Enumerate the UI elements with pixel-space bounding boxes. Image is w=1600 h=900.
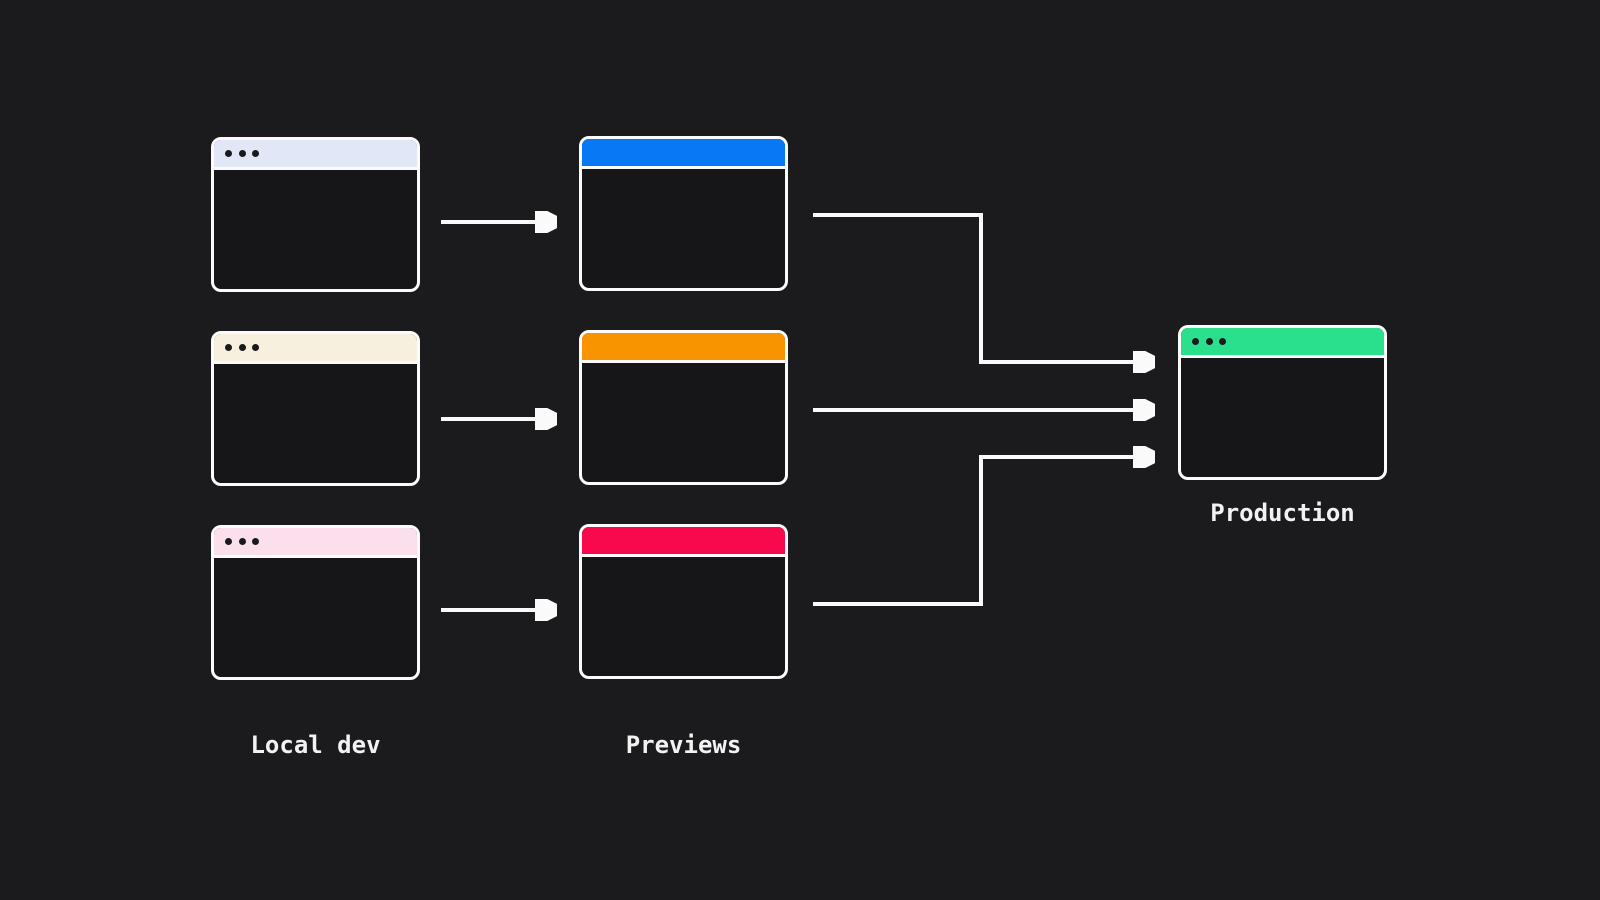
window-body (582, 363, 785, 482)
window-titlebar (214, 334, 417, 364)
window-body (214, 170, 417, 289)
window-titlebar (214, 528, 417, 558)
preview-window-3 (579, 524, 788, 679)
local-dev-window-3 (211, 525, 420, 680)
arrow-preview3-to-production (813, 457, 1155, 606)
window-dot-icon (238, 344, 246, 351)
window-titlebar (214, 140, 417, 170)
window-dot-icon (1192, 338, 1199, 345)
arrow-preview1-to-production (813, 213, 1155, 362)
window-body (582, 557, 785, 676)
window-dot-icon (238, 150, 246, 157)
column-label-previews: Previews (625, 731, 742, 759)
window-titlebar (582, 527, 785, 557)
window-titlebar (582, 333, 785, 363)
window-titlebar (582, 139, 785, 169)
window-dot-icon (225, 538, 232, 545)
window-body (582, 169, 785, 288)
window-body (214, 558, 417, 677)
production-window (1178, 325, 1387, 480)
local-dev-window-2 (211, 331, 420, 486)
window-titlebar (1181, 328, 1384, 358)
window-dot-icon (1205, 338, 1213, 345)
local-dev-window-1 (211, 137, 420, 292)
window-body (1181, 358, 1384, 477)
window-dot-icon (225, 344, 232, 351)
column-label-production: Production (1210, 499, 1355, 527)
column-label-local-dev: Local dev (250, 731, 381, 759)
window-dot-icon (225, 150, 232, 157)
preview-window-1 (579, 136, 788, 291)
window-body (214, 364, 417, 483)
window-dot-icon (252, 538, 259, 545)
preview-window-2 (579, 330, 788, 485)
window-dot-icon (252, 344, 259, 351)
window-dot-icon (238, 538, 246, 545)
window-dot-icon (252, 150, 259, 157)
window-dot-icon (1219, 338, 1226, 345)
